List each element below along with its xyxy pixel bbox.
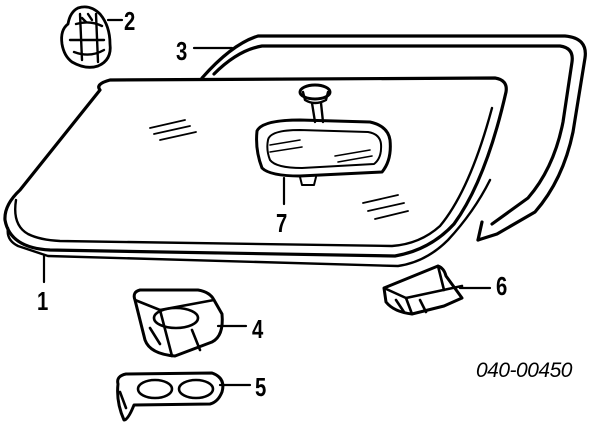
callout-1: 1: [37, 286, 49, 316]
part-6-wedge-spacer: [382, 264, 464, 316]
part-5-plate: [116, 371, 225, 422]
part-1-windshield-glass: [3, 76, 508, 268]
leader-lines: [42, 18, 492, 387]
part-code: 040-00450: [476, 359, 572, 382]
part-7-rearview-mirror: [255, 83, 392, 186]
callout-3: 3: [176, 36, 188, 66]
callout-2: 2: [124, 6, 136, 36]
callout-5: 5: [255, 372, 267, 402]
callout-7: 7: [276, 208, 288, 238]
callout-4: 4: [252, 314, 264, 344]
part-2-mirror-mount-pad: [60, 5, 112, 69]
part-4-bracket: [132, 288, 224, 358]
part-3-windshield-molding: [200, 34, 587, 242]
callout-6: 6: [496, 271, 508, 301]
